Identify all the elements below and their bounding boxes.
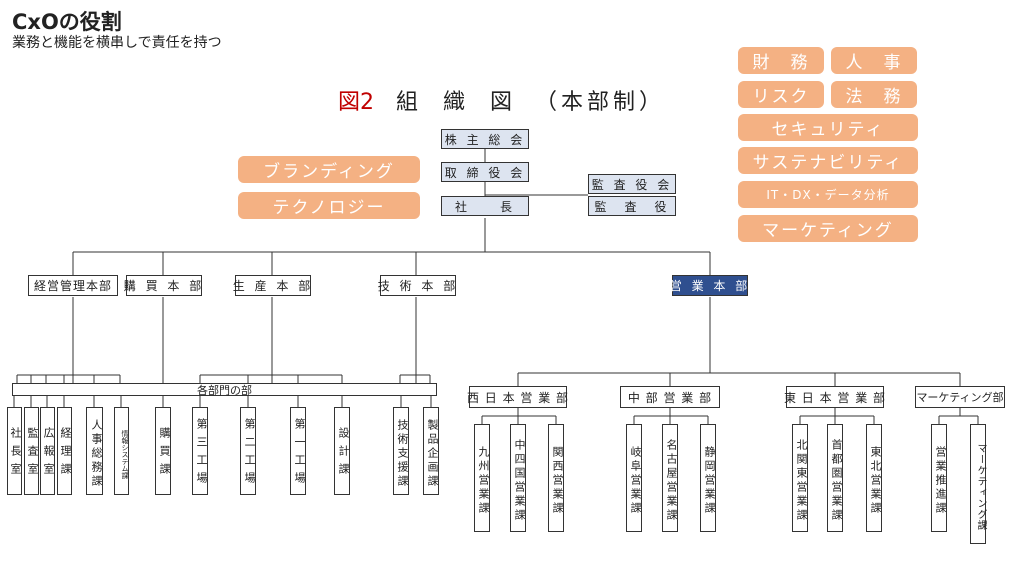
section-chushikoku: 中四国営業課 <box>510 424 526 532</box>
hr-pill: 人 事 <box>831 47 917 74</box>
division-management: 経営管理本部 <box>28 275 118 296</box>
unit-president-office: 社長室 <box>7 407 22 495</box>
it-dx-pill: IT・DX・データ分析 <box>738 181 918 208</box>
section-sales-promotion: 営業推進課 <box>931 424 947 532</box>
unit-product-planning: 製品企画課 <box>423 407 439 495</box>
figure-main: 組 織 図 <box>396 90 521 115</box>
finance-pill: 財 務 <box>738 47 824 74</box>
unit-plant-2: 第二工場 <box>240 407 256 495</box>
unit-info-systems: 情報システム課 <box>114 407 129 495</box>
section-gifu: 岐阜営業課 <box>626 424 642 532</box>
unit-audit-office: 監査室 <box>24 407 39 495</box>
division-sales: 営 業 本 部 <box>670 275 748 296</box>
page-title: CxOの役割 <box>12 10 122 34</box>
marketing-pill: マーケティング <box>738 215 918 242</box>
legal-pill: 法 務 <box>831 81 917 108</box>
sales-dept-west: 西 日 本 営 業 部 <box>467 386 568 408</box>
page-subtitle: 業務と機能を横串しで責任を持つ <box>12 35 222 51</box>
board-box: 取 締 役 会 <box>441 162 529 182</box>
section-nagoya: 名古屋営業課 <box>662 424 678 532</box>
unit-purchasing: 購買課 <box>155 407 171 495</box>
auditor-box: 監 査 役 <box>588 196 676 216</box>
sales-dept-central: 中 部 営 業 部 <box>620 386 720 408</box>
division-purchasing: 購 買 本 部 <box>124 275 202 296</box>
unit-plant-3: 第三工場 <box>192 407 208 495</box>
security-pill: セキュリティ <box>738 114 918 141</box>
shareholders-box: 株 主 総 会 <box>441 129 529 149</box>
section-marketing: マーケティング課 <box>970 424 986 544</box>
unit-accounting: 経理課 <box>57 407 72 495</box>
risk-pill: リスク <box>738 81 824 108</box>
common-departments-bar: 各部門の部 <box>12 383 437 397</box>
sustainability-pill: サステナビリティ <box>738 147 918 174</box>
section-tohoku: 東北営業課 <box>866 424 882 532</box>
section-shizuoka: 静岡営業課 <box>700 424 716 532</box>
unit-tech-support: 技術支援課 <box>393 407 409 495</box>
section-kansai: 関西営業課 <box>548 424 564 532</box>
auditors-board-box: 監 査 役 会 <box>588 174 676 194</box>
marketing-dept: マーケティング部 <box>915 386 1005 408</box>
section-kyushu: 九州営業課 <box>474 424 490 532</box>
unit-design: 設計課 <box>334 407 350 495</box>
unit-pr-office: 広報室 <box>40 407 55 495</box>
section-kitakanto: 北関東営業課 <box>792 424 808 532</box>
figure-title: 図2 組 織 図 （本部制） <box>338 84 665 116</box>
division-production: 生 産 本 部 <box>233 275 311 296</box>
president-box: 社 長 <box>441 196 529 216</box>
figure-number: 図2 <box>338 90 374 115</box>
unit-hr-general: 人事総務課 <box>86 407 103 495</box>
branding-pill: ブランディング <box>238 156 420 183</box>
sales-dept-east: 東 日 本 営 業 部 <box>784 386 885 408</box>
unit-plant-1: 第一工場 <box>290 407 306 495</box>
technology-pill: テクノロジー <box>238 192 420 219</box>
division-engineering: 技 術 本 部 <box>378 275 456 296</box>
section-shutoken: 首都圏営業課 <box>827 424 843 532</box>
figure-suffix: （本部制） <box>535 90 666 115</box>
